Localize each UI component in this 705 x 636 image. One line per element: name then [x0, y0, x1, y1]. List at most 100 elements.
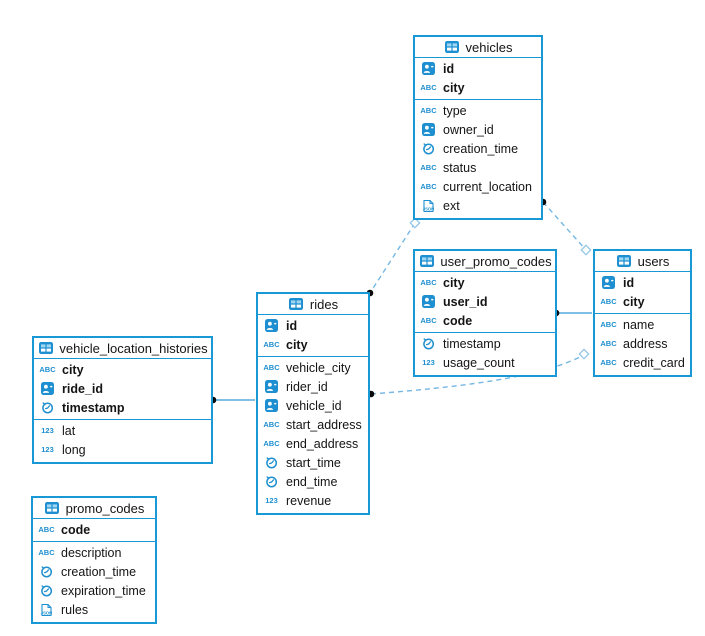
column-row-code: ABC code — [33, 520, 155, 539]
column-row-city: ABC city — [595, 292, 690, 311]
column-row-type: ABC type — [415, 101, 541, 120]
column-name: id — [443, 61, 455, 76]
column-row-end_address: ABC end_address — [258, 434, 368, 453]
text-abc-icon: ABC — [420, 163, 437, 172]
relationship-line — [542, 201, 587, 251]
id-badge-icon — [420, 295, 437, 309]
key-columns-section: id ABC city — [415, 58, 541, 100]
column-row-ext: JSON ext — [415, 196, 541, 215]
text-abc-icon: ABC — [38, 525, 55, 534]
table-title: vehicles — [465, 39, 513, 55]
column-row-city: ABC city — [258, 335, 368, 354]
table-title: rides — [309, 296, 339, 312]
table-icon — [616, 254, 633, 268]
number-123-icon: 123 — [422, 358, 435, 367]
column-name: creation_time — [443, 141, 519, 156]
column-row-vehicle_id: vehicle_id — [258, 396, 368, 415]
column-name: timestamp — [62, 400, 125, 415]
relationship-vehicles-users — [539, 198, 592, 256]
table-icon — [44, 501, 61, 515]
regular-columns-section: 123 lat 123 long — [34, 420, 211, 462]
column-name: code — [61, 522, 91, 537]
column-name: vehicle_id — [286, 398, 342, 413]
relationship-line — [369, 222, 416, 294]
column-row-city: ABC city — [415, 78, 541, 97]
table-user_promo_codes[interactable]: user_promo_codes ABC city user_id ABC co… — [413, 249, 557, 377]
number-123-icon: 123 — [265, 496, 278, 505]
column-name: owner_id — [443, 122, 494, 137]
regular-columns-section: ABC type owner_id creation_time ABC — [415, 100, 541, 218]
column-row-owner_id: owner_id — [415, 120, 541, 139]
json-document-icon: JSON — [38, 603, 55, 617]
table-vehicle_location_histories[interactable]: vehicle_location_histories ABC city ride… — [32, 336, 213, 464]
clock-icon — [420, 142, 437, 156]
column-row-city: ABC city — [34, 360, 211, 379]
table-header[interactable]: vehicles — [415, 37, 541, 58]
clock-icon — [263, 475, 280, 489]
table-rides[interactable]: rides id ABC city ABC vehicle_city — [256, 292, 370, 515]
table-vehicles[interactable]: vehicles id ABC city ABC type — [413, 35, 543, 220]
column-name: id — [286, 318, 298, 333]
column-row-creation_time: creation_time — [415, 139, 541, 158]
text-abc-icon: ABC — [263, 340, 280, 349]
table-header[interactable]: user_promo_codes — [415, 251, 555, 272]
column-row-code: ABC code — [415, 311, 555, 330]
table-header[interactable]: vehicle_location_histories — [34, 338, 211, 359]
table-icon — [37, 341, 54, 355]
id-badge-icon — [420, 123, 437, 137]
clock-icon — [39, 401, 56, 415]
table-promo_codes[interactable]: promo_codes ABC code ABC description cre… — [31, 496, 157, 624]
table-users[interactable]: users id ABC city ABC name ABC a — [593, 249, 692, 377]
column-name: status — [443, 160, 477, 175]
column-name: user_id — [443, 294, 488, 309]
column-name: city — [443, 80, 465, 95]
text-abc-icon: ABC — [600, 320, 617, 329]
table-header[interactable]: promo_codes — [33, 498, 155, 519]
column-name: ext — [443, 198, 460, 213]
text-abc-icon: ABC — [38, 548, 55, 557]
id-badge-icon — [600, 276, 617, 290]
column-row-usage_count: 123 usage_count — [415, 353, 555, 372]
column-row-id: id — [415, 59, 541, 78]
column-row-id: id — [595, 273, 690, 292]
column-row-timestamp: timestamp — [34, 398, 211, 417]
key-columns-section: ABC city user_id ABC code — [415, 272, 555, 333]
clock-icon — [263, 456, 280, 470]
column-name: long — [62, 442, 86, 457]
regular-columns-section: timestamp 123 usage_count — [415, 333, 555, 375]
column-name: city — [623, 294, 645, 309]
text-abc-icon: ABC — [263, 439, 280, 448]
column-name: city — [443, 275, 465, 290]
relationship-vehicles-rides — [366, 217, 421, 297]
column-row-rules: JSON rules — [33, 600, 155, 619]
key-columns-section: ABC city ride_id timestamp — [34, 359, 211, 420]
column-name: current_location — [443, 179, 532, 194]
column-name: expiration_time — [61, 583, 146, 598]
column-row-revenue: 123 revenue — [258, 491, 368, 510]
text-abc-icon: ABC — [263, 420, 280, 429]
clock-icon — [420, 337, 437, 351]
column-row-start_address: ABC start_address — [258, 415, 368, 434]
table-header[interactable]: rides — [258, 294, 368, 315]
text-abc-icon: ABC — [420, 182, 437, 191]
column-name: usage_count — [443, 355, 515, 370]
json-document-icon: JSON — [420, 199, 437, 213]
column-name: id — [623, 275, 635, 290]
clock-icon — [38, 584, 55, 598]
column-row-timestamp: timestamp — [415, 334, 555, 353]
id-badge-icon — [39, 382, 56, 396]
svg-text:JSON: JSON — [41, 610, 52, 615]
column-name: start_time — [286, 455, 341, 470]
column-name: code — [443, 313, 473, 328]
column-row-lat: 123 lat — [34, 421, 211, 440]
table-title: promo_codes — [65, 500, 145, 516]
table-header[interactable]: users — [595, 251, 690, 272]
column-name: name — [623, 317, 655, 332]
relationship-user_promo_codes-users — [552, 309, 592, 317]
column-name: description — [61, 545, 122, 560]
column-name: vehicle_city — [286, 360, 351, 375]
number-123-icon: 123 — [41, 426, 54, 435]
table-title: vehicle_location_histories — [59, 340, 208, 356]
table-title: users — [637, 253, 670, 269]
table-title: user_promo_codes — [440, 253, 552, 269]
